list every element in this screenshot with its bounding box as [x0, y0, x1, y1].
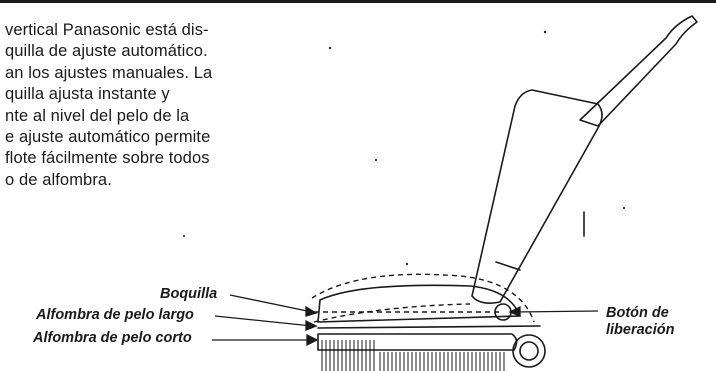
label-boquilla: Boquilla	[160, 286, 218, 302]
paragraph-line: e ajuste automático permite	[5, 128, 211, 147]
label-boton-line1: Botón de	[606, 305, 669, 321]
leader-boquilla	[229, 294, 313, 313]
paragraph-line: nte al nivel del pelo de la	[5, 106, 190, 125]
vacuum-wheel	[512, 334, 546, 368]
paragraph-line: quilla ajusta instante y	[5, 85, 170, 104]
intro-paragraph: vertical Panasonic está dis- quilla de a…	[5, 20, 305, 191]
label-alfombra-pelo-corto: Alfombra de pelo corto	[33, 330, 192, 346]
label-boton-line2: liberación	[606, 322, 675, 338]
carpet-pile	[321, 340, 505, 371]
label-boton-liberacion: Botón de liberación	[606, 305, 675, 339]
paragraph-line: o de alfombra.	[5, 170, 112, 189]
vacuum-body	[471, 89, 603, 304]
top-border-rule	[0, 0, 716, 3]
paragraph-line: quilla de ajuste automático.	[5, 42, 208, 61]
vacuum-handle	[579, 15, 698, 127]
paragraph-line: flote fácilmente sobre todos	[5, 149, 210, 168]
paragraph-line: an los ajustes manuales. La	[5, 63, 213, 82]
leader-pelo-largo	[214, 315, 313, 327]
paragraph-line: vertical Panasonic está dis-	[5, 21, 209, 39]
vacuum-nozzle	[317, 284, 521, 323]
leader-boton	[513, 310, 599, 313]
dashed-outline	[311, 273, 535, 323]
label-alfombra-pelo-largo: Alfombra de pelo largo	[36, 307, 194, 323]
